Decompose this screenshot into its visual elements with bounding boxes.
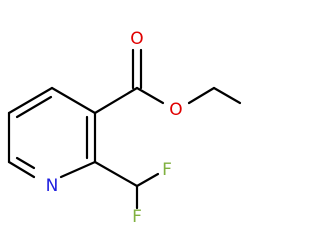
difluoromethyl-group — [93, 160, 160, 210]
bond-carbonyl-ester-o — [135, 86, 165, 105]
ester-oxygen-label: O — [169, 100, 182, 120]
bond-chf2-f1 — [135, 172, 160, 188]
bond-c3-c4 — [50, 86, 97, 115]
ethyl-ester-group — [93, 48, 242, 115]
bond-c6-n1-inner — [15, 156, 36, 170]
fluorine-2-label: F — [132, 207, 142, 227]
bond-n1-c2 — [59, 160, 97, 179]
bond-c4-c5 — [7, 86, 54, 115]
bond-c3-carbonyl — [93, 86, 139, 115]
bond-c2-chf2 — [93, 160, 139, 188]
bond-ch2-ch3 — [212, 86, 242, 105]
fluorine-1-label: F — [162, 160, 172, 180]
bond-ester-o-ch2 — [187, 86, 216, 105]
bond-c4-c5-inner — [15, 95, 53, 119]
bond-c6-n1 — [7, 160, 36, 179]
carbonyl-oxygen-label: O — [130, 29, 143, 49]
structure-diagram: O O N F F — [7, 29, 242, 227]
pyridine-ring — [7, 86, 97, 179]
ring-nitrogen-label: N — [46, 176, 59, 196]
